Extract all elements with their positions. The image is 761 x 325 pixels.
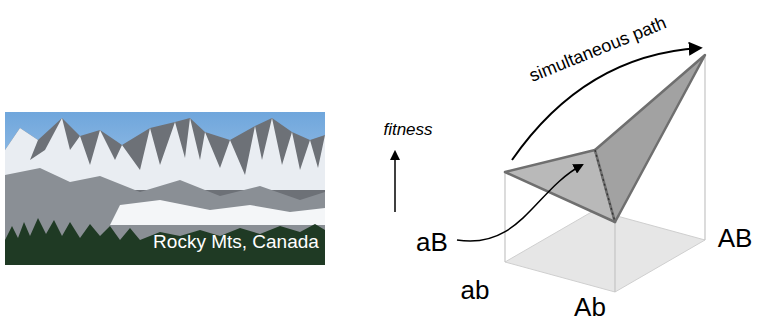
path-label: simultaneous path <box>527 13 670 86</box>
genotype-label: aB <box>416 228 448 257</box>
leader-arrow <box>457 165 582 241</box>
genotype-label: ab <box>461 276 490 305</box>
photo-caption: Rocky Mts, Canada <box>153 232 319 253</box>
mountain-photo <box>5 112 325 265</box>
genotype-label: AB <box>718 224 753 253</box>
genotype-label: Ab <box>574 293 606 322</box>
fitness-axis-arrow <box>394 152 396 212</box>
fitness-landscape <box>505 55 705 292</box>
axis-label: fitness <box>383 121 432 140</box>
